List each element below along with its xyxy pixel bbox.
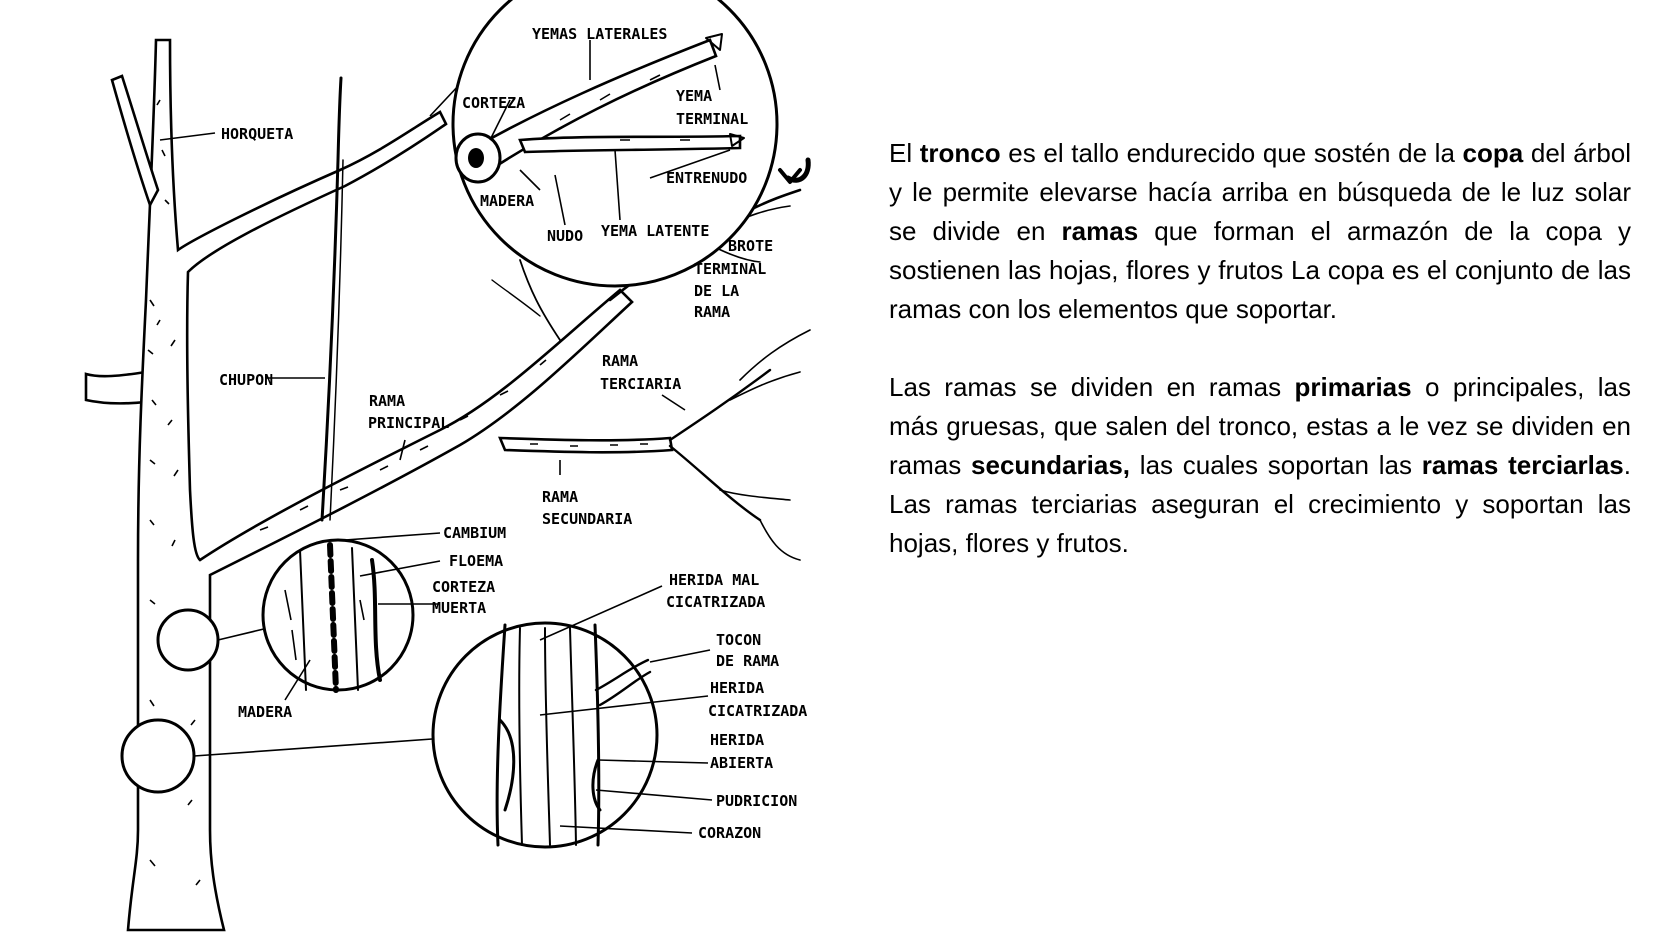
label-brote-3: DE LA (694, 282, 739, 300)
label-corazon: CORAZON (698, 824, 761, 842)
label-brote-4: RAMA (694, 303, 730, 321)
label-herida-mal-2: CICATRIZADA (666, 593, 765, 611)
label-nudo: NUDO (547, 227, 583, 245)
label-madera-bottom: MADERA (238, 703, 292, 721)
label-rama-secundaria-1: RAMA (542, 488, 578, 506)
label-yema-terminal-2: TERMINAL (676, 110, 748, 128)
paragraph1-run: El (889, 138, 920, 168)
label-brote-2: TERMINAL (694, 260, 766, 278)
label-yemas-laterales: YEMAS LATERALES (532, 25, 667, 43)
label-entrenudo: ENTRENUDO (666, 169, 747, 187)
paragraph1-run: es el tallo endurecido que sostén de la (1001, 138, 1463, 168)
label-pudricion: PUDRICION (716, 792, 797, 810)
label-rama-terciaria-1: RAMA (602, 352, 638, 370)
label-corteza-muerta-2: MUERTA (432, 599, 486, 617)
label-rama-principal-2: PRINCIPAL (368, 414, 449, 432)
label-herida-abierta-1: HERIDA (710, 731, 764, 749)
paragraph2-run: Las ramas se dividen en ramas (889, 372, 1295, 402)
label-tocon-1: TOCON (716, 631, 761, 649)
paragraph2-run: primarias (1295, 372, 1412, 402)
explanation-text: El tronco es el tallo endurecido que sos… (889, 134, 1631, 602)
label-herida-mal-1: HERIDA MAL (669, 571, 759, 589)
label-cambium: CAMBIUM (443, 524, 506, 542)
paragraph1-run: tronco (920, 138, 1001, 168)
label-herida-abierta-2: ABIERTA (710, 754, 773, 772)
paragraph2-run: las cuales soportan las (1130, 450, 1422, 480)
paragraph-ramas: Las ramas se dividen en ramas primarias … (889, 368, 1631, 563)
label-herida-cic-2: CICATRIZADA (708, 702, 807, 720)
label-horqueta: HORQUETA (221, 125, 293, 143)
label-yema-terminal-1: YEMA (676, 87, 712, 105)
label-madera-top: MADERA (480, 192, 534, 210)
paragraph2-run: secundarias, (971, 450, 1130, 480)
paragraph1-run: copa (1463, 138, 1524, 168)
label-rama-principal-1: RAMA (369, 392, 405, 410)
paragraph2-run: ramas terciarlas (1422, 450, 1624, 480)
label-floema: FLOEMA (449, 552, 503, 570)
paragraph1-run: ramas (1062, 216, 1139, 246)
tree-anatomy-diagram: HORQUETA CHUPON RAMA PRINCIPAL RAMA SECU… (0, 0, 860, 943)
label-corteza-muerta-1: CORTEZA (432, 578, 495, 596)
label-rama-terciaria-2: TERCIARIA (600, 375, 681, 393)
label-herida-cic-1: HERIDA (710, 679, 764, 697)
label-yema-latente: YEMA LATENTE (601, 222, 709, 240)
label-chupon: CHUPON (219, 371, 273, 389)
label-corteza-top: CORTEZA (462, 94, 525, 112)
label-tocon-2: DE RAMA (716, 652, 779, 670)
label-rama-secundaria-2: SECUNDARIA (542, 510, 632, 528)
label-brote-1: BROTE (728, 237, 773, 255)
paragraph-tronco: El tronco es el tallo endurecido que sos… (889, 134, 1631, 329)
